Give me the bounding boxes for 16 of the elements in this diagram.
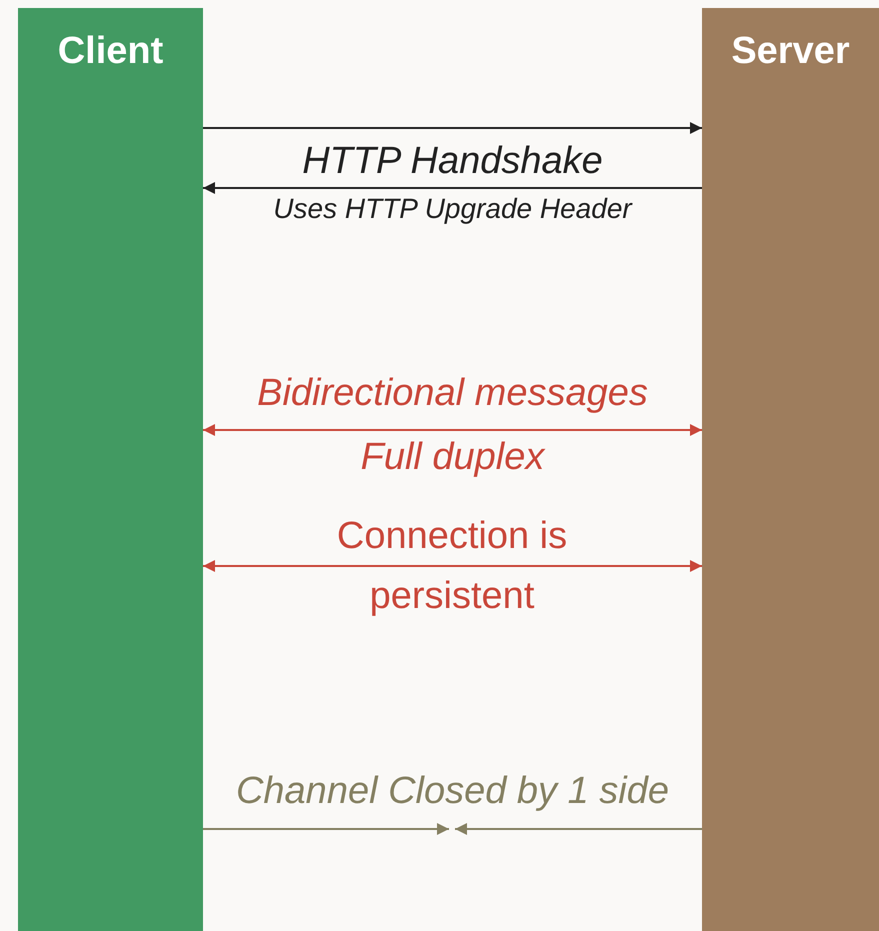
message-label: Bidirectional messages (256, 372, 649, 415)
arrow (455, 823, 702, 835)
lifeline-title: Client (56, 30, 164, 73)
lifeline-title: Server (730, 30, 851, 73)
message-label: HTTP Handshake (301, 140, 604, 183)
arrow (203, 424, 702, 436)
arrow (203, 122, 702, 134)
arrow (203, 182, 702, 194)
arrow (203, 823, 449, 835)
note-text: Full duplex (360, 436, 546, 479)
lifeline-column (702, 8, 879, 931)
note-text: Channel Closed by 1 side (203, 770, 702, 828)
lifeline-column (18, 8, 203, 931)
message-label: Uses HTTP Upgrade Header (272, 193, 634, 225)
message-label: Connection is persistent (336, 514, 568, 619)
arrow (203, 560, 702, 572)
